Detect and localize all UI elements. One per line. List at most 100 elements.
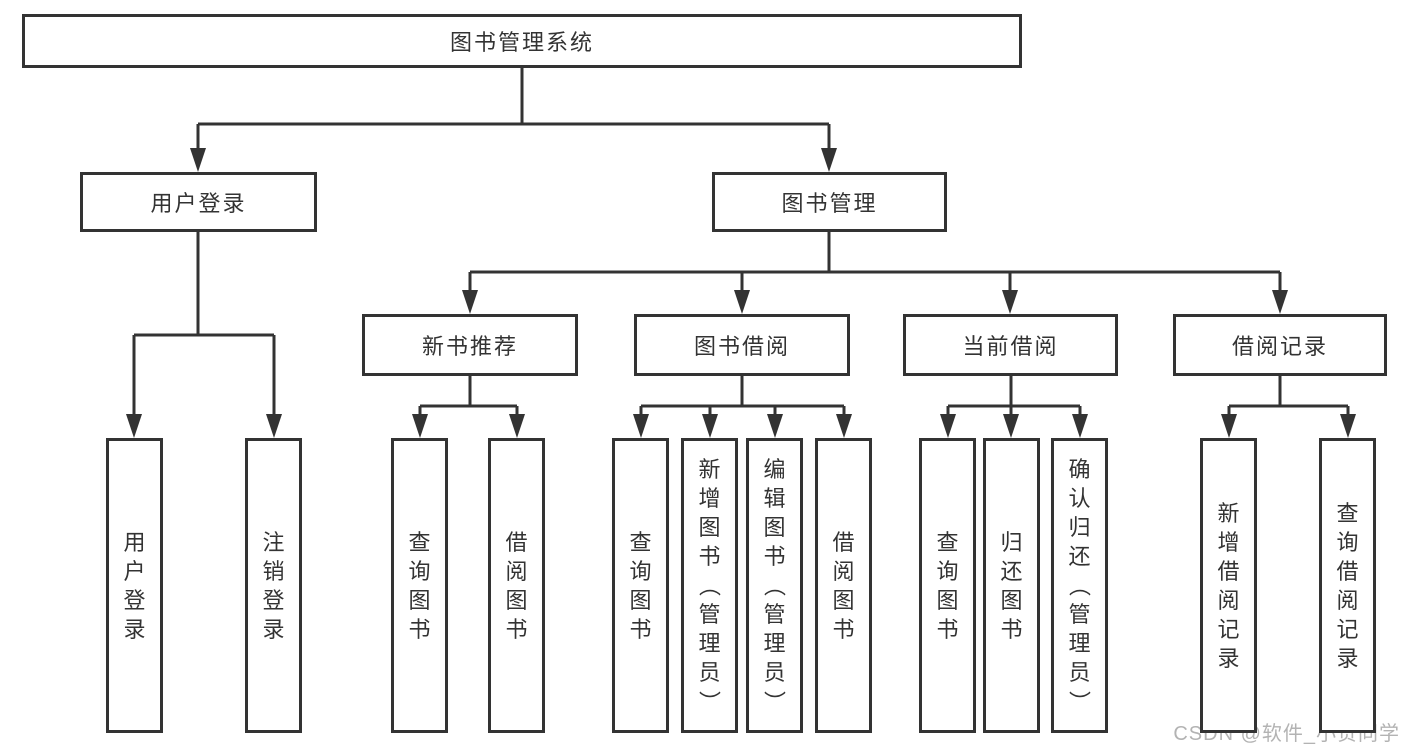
vertical-char: 借 [505,529,528,555]
vertical-char: 询 [1336,529,1359,555]
vertical-char: ） [696,690,722,713]
leaf-user-login: 用户登录 [106,438,163,733]
vertical-char: 录 [1217,645,1240,671]
leaf-query-books: 查询图书 [612,438,669,733]
vertical-char: 户 [123,558,146,584]
leaf-add-borrow-record: 新增借阅记录 [1200,438,1257,733]
node-label: 编辑图书（管理员） [762,455,787,716]
node-label: 归还图书 [1000,528,1022,644]
connector-arrowhead-icon [509,414,525,438]
connector-arrowhead-icon [1340,414,1356,438]
vertical-char: 辑 [763,486,786,511]
vertical-char: 询 [408,558,431,584]
node-label: 图书借阅 [693,334,790,359]
node-label: 查询借阅记录 [1336,499,1358,673]
connector-arrowhead-icon [190,148,206,172]
node-current-borrowing: 当前借阅 [903,314,1118,376]
leaf-query-borrow-record: 查询借阅记录 [1319,438,1376,733]
vertical-char: 图 [505,587,528,613]
leaf-logout: 注销登录 [245,438,302,733]
vertical-char: 员 [698,660,721,685]
connector-arrowhead-icon [266,414,282,438]
leaf-borrow-books: 借阅图书 [815,438,872,733]
vertical-char: （ [1066,574,1092,597]
node-book-borrowing: 图书借阅 [634,314,850,376]
vertical-char: 书 [629,616,652,642]
vertical-char: 记 [1336,616,1359,642]
connector-arrowhead-icon [633,414,649,438]
vertical-char: 编 [763,457,786,482]
vertical-char: 书 [763,544,786,569]
leaf-query-books: 查询图书 [919,438,976,733]
vertical-char: 新 [698,457,721,482]
leaf-borrow-books: 借阅图书 [488,438,545,733]
vertical-char: 归 [1068,515,1091,540]
vertical-char: 归 [1000,529,1023,555]
vertical-char: 用 [123,529,146,555]
vertical-char: 阅 [1217,587,1240,613]
node-label: 查询图书 [629,528,651,644]
vertical-char: 理 [1068,631,1091,656]
vertical-char: 查 [629,529,652,555]
vertical-char: 书 [408,616,431,642]
connector-arrowhead-icon [767,414,783,438]
leaf-confirm-return-admin: 确认归还（管理员） [1051,438,1108,733]
vertical-char: 还 [1068,544,1091,569]
leaf-edit-book-admin: 编辑图书（管理员） [746,438,803,733]
node-label: 查询图书 [936,528,958,644]
leaf-return-books: 归还图书 [983,438,1040,733]
vertical-char: 书 [1000,616,1023,642]
vertical-char: 图 [763,515,786,540]
vertical-char: 书 [832,616,855,642]
vertical-char: 书 [505,616,528,642]
vertical-char: 员 [763,660,786,685]
vertical-char: 理 [698,631,721,656]
node-label: 当前借阅 [962,334,1059,359]
connector-arrowhead-icon [1272,290,1288,314]
vertical-char: 图 [832,587,855,613]
node-label: 查询图书 [408,528,430,644]
connector-arrowhead-icon [462,290,478,314]
vertical-char: 询 [936,558,959,584]
vertical-char: 阅 [505,558,528,584]
vertical-char: 确 [1068,457,1091,482]
vertical-char: 图 [698,515,721,540]
node-system-root: 图书管理系统 [22,14,1022,68]
vertical-char: 增 [1217,529,1240,555]
vertical-char: （ [696,574,722,597]
node-label: 借阅图书 [505,528,527,644]
vertical-char: 销 [262,558,285,584]
vertical-char: 图 [1000,587,1023,613]
vertical-char: 录 [262,616,285,642]
connector-arrowhead-icon [1002,290,1018,314]
connector-arrowhead-icon [821,148,837,172]
vertical-char: 图 [936,587,959,613]
vertical-char: 查 [1336,500,1359,526]
vertical-char: 录 [123,616,146,642]
connector-arrowhead-icon [940,414,956,438]
vertical-char: 借 [1217,558,1240,584]
node-label: 新增图书（管理员） [697,455,722,716]
leaf-add-book-admin: 新增图书（管理员） [681,438,738,733]
vertical-char: 还 [1000,558,1023,584]
vertical-char: （ [761,574,787,597]
node-label: 确认归还（管理员） [1067,455,1092,716]
connector-arrowhead-icon [1221,414,1237,438]
vertical-char: ） [1066,690,1092,713]
node-label: 用户登录 [123,528,145,644]
connector-arrowhead-icon [412,414,428,438]
vertical-char: 图 [408,587,431,613]
vertical-char: 图 [629,587,652,613]
vertical-char: 理 [763,631,786,656]
vertical-char: 书 [698,544,721,569]
vertical-char: 管 [763,602,786,627]
vertical-char: 注 [262,529,285,555]
vertical-char: 阅 [832,558,855,584]
vertical-char: 阅 [1336,587,1359,613]
vertical-char: 借 [832,529,855,555]
connector-arrowhead-icon [734,290,750,314]
vertical-char: 认 [1068,486,1091,511]
connector-arrowhead-icon [836,414,852,438]
